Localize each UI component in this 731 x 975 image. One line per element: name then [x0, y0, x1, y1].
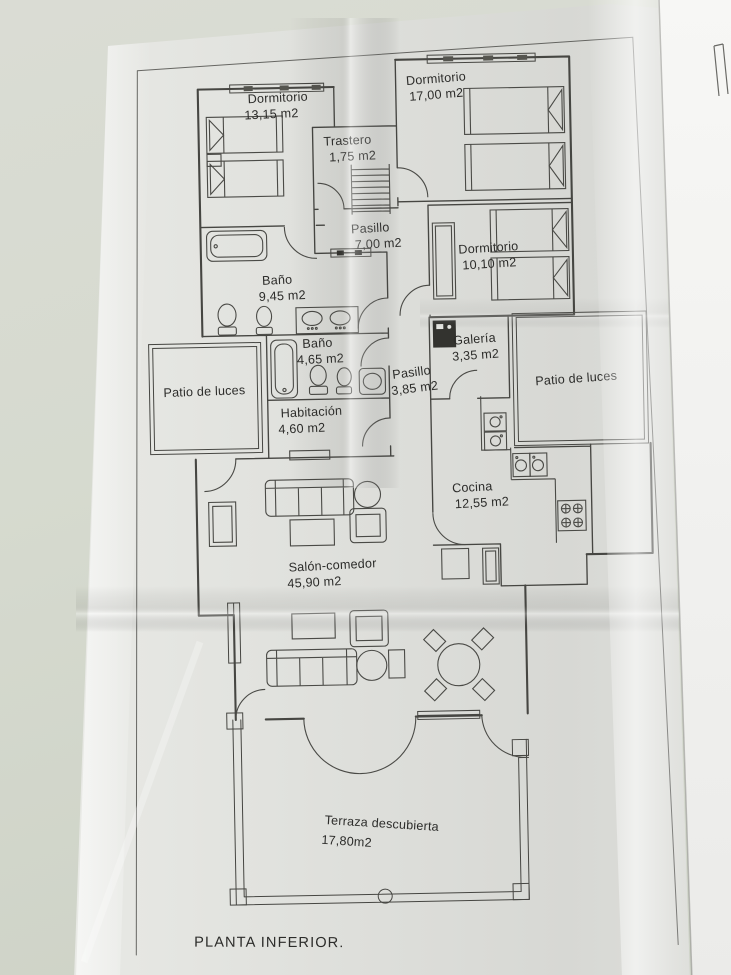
svg-text:Pasillo: Pasillo	[392, 363, 432, 382]
paper-left-curl	[76, 42, 152, 975]
window-icon	[426, 52, 536, 64]
room-label-galeria: Galería 3,35 m2	[452, 331, 500, 364]
paper-crease	[80, 640, 204, 964]
chair-icon	[422, 628, 447, 653]
kitchen-counter	[480, 396, 558, 543]
round-table-icon	[356, 649, 388, 681]
svg-text:Salón-comedor: Salón-comedor	[288, 556, 377, 574]
bed-icon	[205, 115, 284, 155]
room-label-pasillo-2: Pasillo 3,85 m2	[391, 363, 439, 398]
svg-text:Baño: Baño	[262, 273, 293, 288]
svg-text:Dormitorio: Dormitorio	[458, 239, 519, 257]
toilet-icon	[217, 303, 237, 336]
room-label-patio-left: Patio de luces	[163, 383, 245, 400]
side-sheet	[658, 0, 731, 975]
svg-text:3,85 m2: 3,85 m2	[391, 378, 439, 398]
chair-icon	[470, 627, 495, 651]
kitchen-sink-icon	[512, 452, 548, 478]
bidet-icon	[255, 305, 273, 336]
svg-text:Patio de luces: Patio de luces	[535, 369, 618, 389]
room-label-dormitorio-3: Dormitorio 10,10 m2	[458, 239, 519, 273]
fireplace-icon	[208, 501, 238, 548]
room-label-patio-right: Patio de luces	[535, 369, 618, 389]
bed-icon	[206, 159, 285, 198]
sideboard-icon	[441, 547, 470, 580]
bathtub-icon	[205, 229, 268, 262]
paper-crease	[76, 586, 692, 632]
coffee-table-icon	[289, 518, 336, 547]
svg-text:10,10 m2: 10,10 m2	[462, 255, 517, 272]
plan-title: PLANTA INFERIOR.	[194, 935, 344, 952]
side-table-icon	[387, 649, 406, 679]
room-label-terraza: Terraza descubierta 17,80m2	[321, 813, 439, 850]
svg-text:PLANTA INFERIOR.: PLANTA INFERIOR.	[194, 935, 344, 952]
nightstand-icon	[206, 153, 222, 168]
patio-left	[148, 341, 264, 456]
armchair-icon	[349, 507, 387, 544]
side-sheet-plan-fragment	[713, 43, 729, 97]
svg-text:Galería: Galería	[453, 331, 497, 348]
svg-text:3,35 m2: 3,35 m2	[452, 346, 500, 363]
terrace-drain-icon	[377, 888, 393, 904]
stove-icon	[557, 499, 587, 532]
kitchen-niche	[481, 547, 500, 585]
svg-text:Dormitorio: Dormitorio	[405, 69, 466, 88]
bed-icon	[464, 142, 567, 192]
window-icon	[417, 709, 481, 721]
svg-text:Patio de luces: Patio de luces	[163, 383, 245, 400]
svg-text:12,55 m2: 12,55 m2	[455, 494, 510, 511]
svg-text:13,15 m2: 13,15 m2	[244, 106, 299, 122]
chair-icon	[471, 677, 496, 702]
bed-icon	[463, 86, 566, 136]
svg-text:Cocina: Cocina	[452, 479, 493, 495]
chair-icon	[423, 678, 448, 702]
svg-text:17,80m2: 17,80m2	[321, 833, 372, 850]
kitchen-sink-icon	[483, 412, 508, 451]
svg-text:17,00 m2: 17,00 m2	[409, 86, 464, 104]
paper-sheet	[74, 4, 690, 975]
terrace-walls	[226, 712, 530, 906]
room-label-dormitorio-2: Dormitorio 17,00 m2	[405, 69, 466, 104]
room-label-cocina: Cocina 12,55 m2	[452, 479, 510, 511]
dining-table-icon	[422, 627, 496, 702]
bed-icon	[489, 207, 570, 253]
svg-text:Terraza descubierta: Terraza descubierta	[324, 813, 439, 834]
paper-crease	[290, 18, 400, 488]
